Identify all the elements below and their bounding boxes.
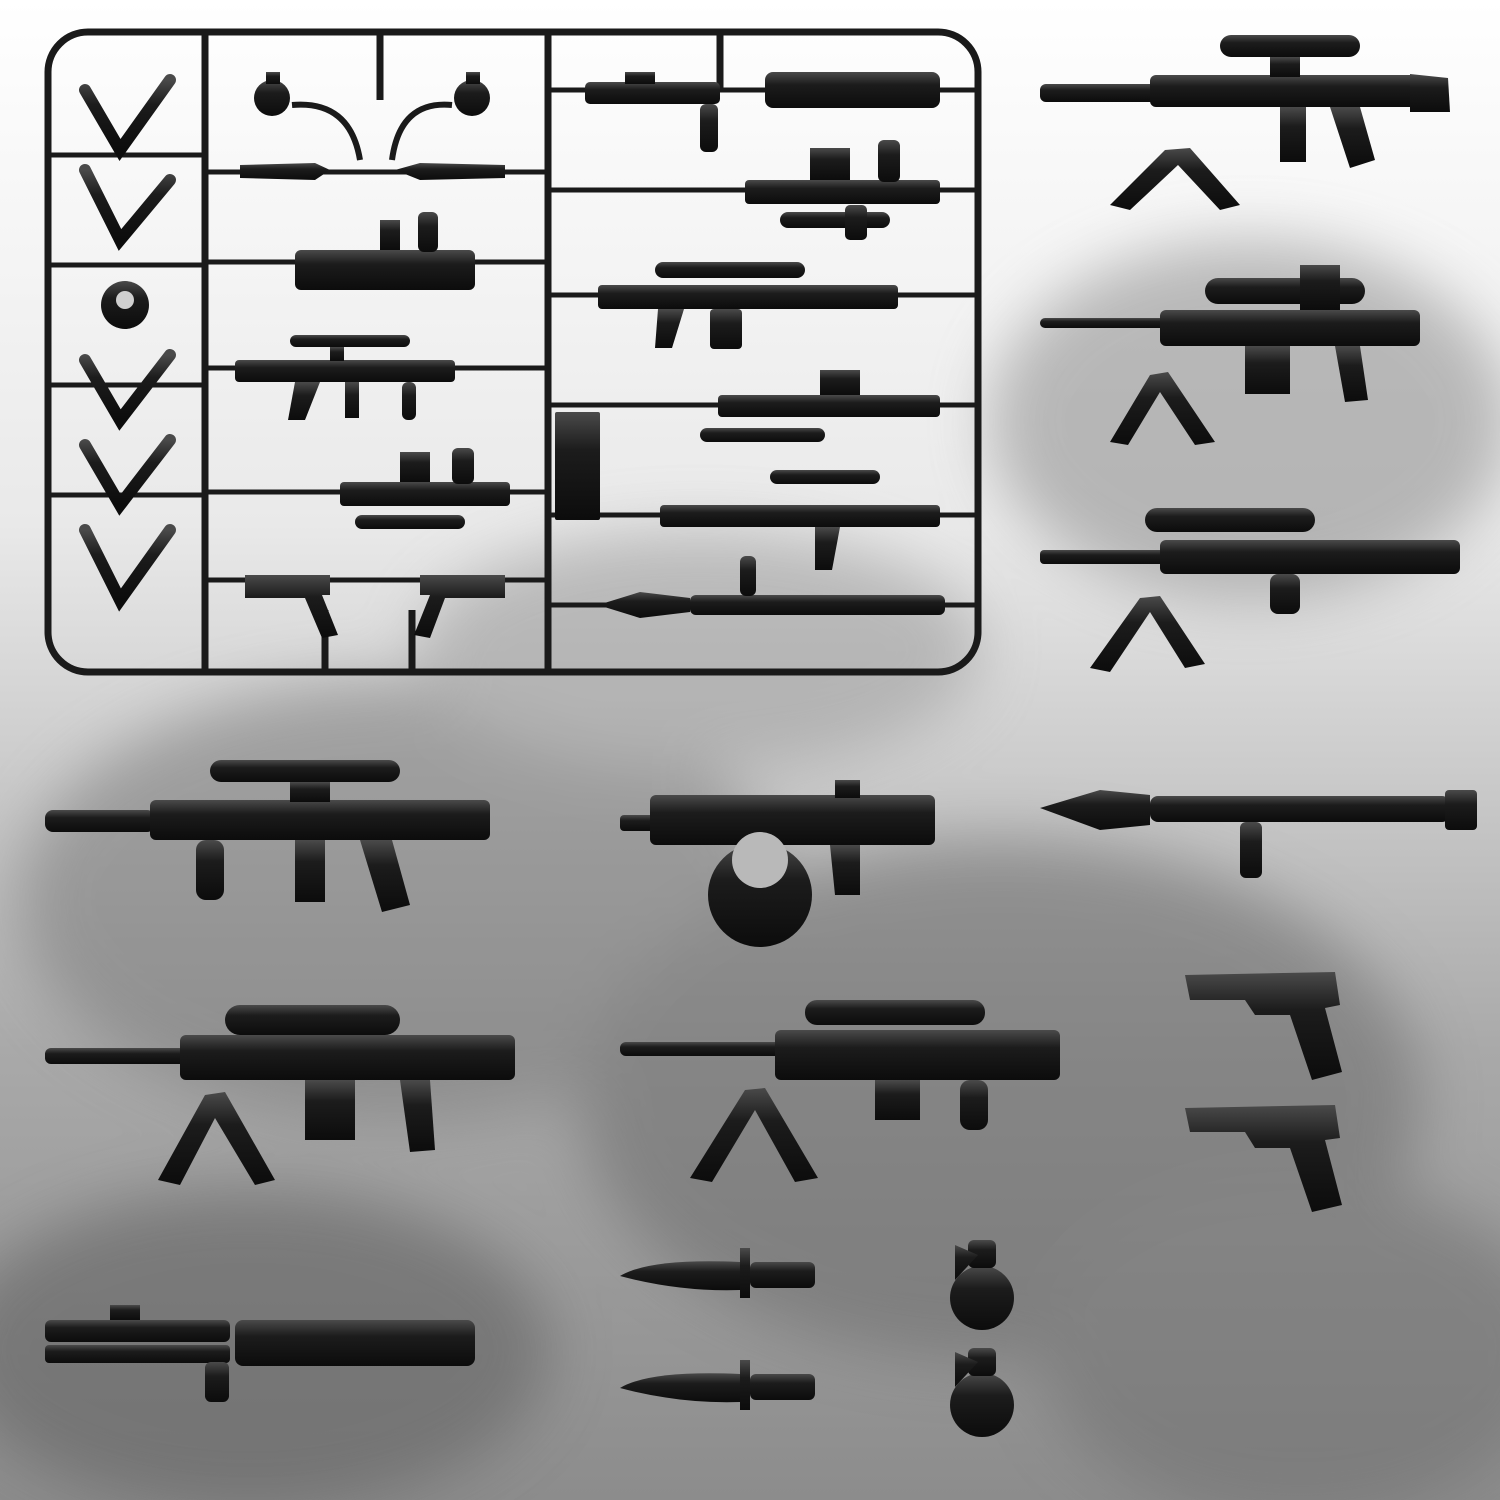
sprue-launcher-tube [585,72,940,152]
sprue-carbine [660,470,940,570]
sprue-battle-rifle [555,370,940,520]
sprue-bipods [79,74,176,612]
loose-grenade-2 [950,1348,1014,1437]
loose-pistol-1 [1185,972,1342,1080]
loose-sniper-rifle-bipod-4 [45,1005,515,1185]
loose-scoped-assault-rifle [45,760,490,912]
loose-pistol-2 [1185,1105,1342,1212]
sprue-pistols [245,575,505,638]
sprue-grenades [254,72,490,161]
sprue-grenade-launcher [295,212,475,290]
loose-rpg-launcher [1040,790,1477,878]
sprue-rpg-launcher [598,556,945,618]
loose-sniper-rifle-bipod-5 [620,1000,1060,1182]
loose-submachine-gun-drum [620,780,935,947]
sprue-sniper-rifle-1 [745,140,940,240]
sprue-knives [240,163,505,180]
smoke-background [0,240,1500,1500]
sprue-scoped-rifle [340,448,510,529]
loose-sniper-rifle-bipod-2 [1040,265,1420,445]
loose-sniper-rifle-bipod-3 [1040,508,1460,672]
sprue-sniper-rifle-2 [598,262,898,349]
loose-knife-2 [620,1360,815,1410]
sprue-scoped-assault-rifle [235,335,455,420]
loose-grenade-launcher-set [45,1305,475,1402]
loose-knife-1 [620,1248,815,1298]
loose-grenade-1 [950,1240,1014,1330]
loose-sniper-rifle-bipod-1 [1040,35,1450,210]
sprue-drum-magazine [101,281,149,329]
